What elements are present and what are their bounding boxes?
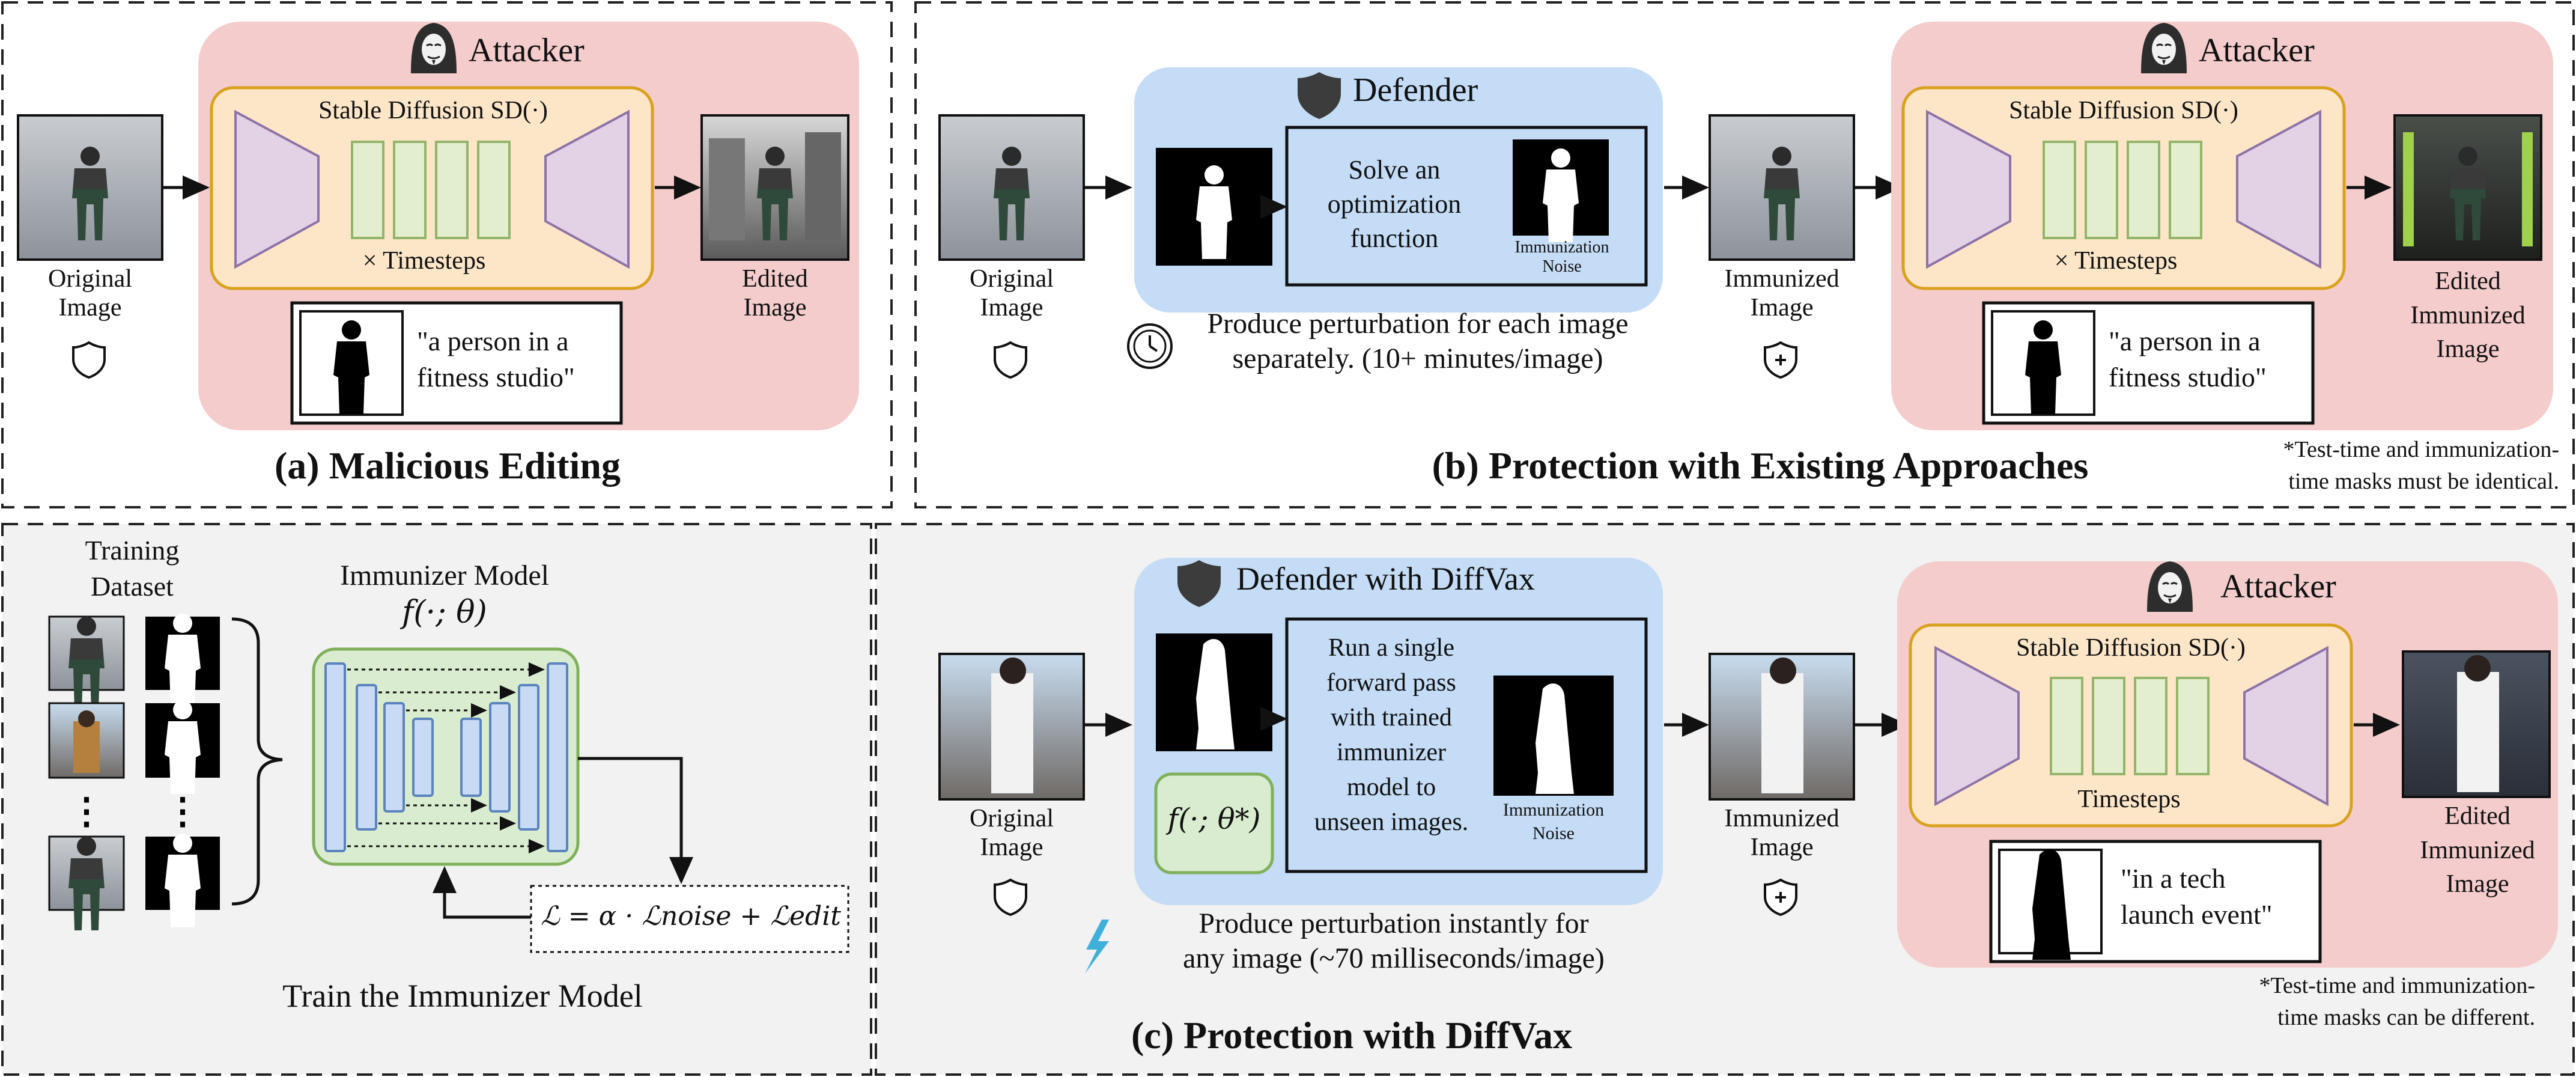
shield-plus-icon-c [1764, 879, 1797, 916]
run-text-c: Run a single forward pass with trained i… [1314, 634, 1469, 836]
noise-label-c: Immunization Noise [1502, 800, 1605, 843]
timesteps-label-c: Timesteps [2077, 786, 2181, 813]
decoder-trapezoid-b [2236, 109, 2321, 269]
encoder-trapezoid-c [1934, 645, 2020, 807]
attacker-label-c: Attacker [2220, 568, 2336, 605]
immunizer-model-label: Immunizer Model [340, 560, 549, 591]
prompt-text-c: "in a tech launch event" [2121, 863, 2273, 930]
encoder-trapezoid-a [234, 109, 320, 269]
unet-enc-2 [356, 684, 377, 831]
decoder-trapezoid-c [2243, 645, 2328, 807]
unet-block-b4 [2169, 141, 2202, 239]
unet-block-b3 [2127, 141, 2160, 239]
dots-2: ⋮ [165, 792, 201, 831]
unet-dec-1 [518, 684, 539, 831]
immunizer-fn-label: f(·; θ) [402, 594, 487, 630]
unet-enc-1 [324, 662, 346, 852]
unet-block-a4 [477, 141, 511, 239]
timesteps-label-b: × Timesteps [2054, 247, 2178, 275]
arrow-train-out [578, 757, 693, 884]
attacker-label-b: Attacker [2199, 32, 2315, 69]
sd-label-a: Stable Diffusion SD(·) [318, 97, 548, 124]
prompt-text-b: "a person in a fitness studio" [2109, 326, 2267, 392]
unet-block-a1 [351, 141, 384, 239]
fn-label-c: f(·; θ*) [1167, 802, 1261, 836]
unet-dec-2 [489, 702, 511, 813]
shield-icon-a [72, 341, 106, 379]
encoder-trapezoid-b [1926, 109, 2011, 269]
edited-immunized-label-b: Edited Immunized Image [2410, 267, 2526, 364]
unet-dec-0 [547, 662, 568, 852]
clock-icon [1127, 323, 1173, 369]
train-caption: Train the Immunizer Model [282, 978, 643, 1014]
panel-b-frame [914, 1, 2575, 508]
unet-dec-3 [460, 718, 482, 797]
noise-label-b: Immunization Noise [1514, 238, 1609, 276]
sd-label-c: Stable Diffusion SD(·) [2016, 634, 2246, 662]
sd-box-a [210, 86, 654, 290]
immunized-image-label-b: Immunized Image [1724, 265, 1839, 322]
defender-label-c: Defender with DiffVax [1236, 561, 1535, 597]
arrow-loss-back [433, 866, 531, 919]
shield-plus-icon-b [1764, 341, 1797, 379]
lightning-icon [1085, 920, 1109, 974]
unet-block-b2 [2085, 141, 2118, 239]
unet-block-b1 [2043, 141, 2076, 239]
solve-box-b [1285, 126, 1648, 287]
decoder-trapezoid-a [544, 109, 630, 269]
attacker-label-a: Attacker [469, 32, 585, 69]
shield-icon-c [994, 879, 1027, 916]
training-dataset-label: Training Dataset [85, 535, 180, 602]
unet-block-a2 [393, 141, 427, 239]
loss-label: ℒ = α · ℒnoise + ℒedit [541, 901, 841, 932]
prompt-text-a: "a person in a fitness studio" [417, 326, 575, 392]
sd-box-b [1901, 86, 2346, 290]
produce-text-b: Produce perturbation for each image sepa… [1207, 308, 1629, 374]
shield-icon-b [994, 341, 1027, 379]
unet-block-c4 [2176, 677, 2210, 775]
loss-box [530, 885, 849, 953]
unet-block-c1 [2050, 677, 2083, 775]
edited-image-label-a: Edited Image [742, 265, 808, 322]
timesteps-label-a: × Timesteps [362, 247, 486, 275]
original-image-label-b: Original Image [970, 265, 1054, 322]
run-box-c [1285, 617, 1648, 873]
immunized-image-label-c: Immunized Image [1724, 805, 1839, 862]
original-image-label-a: Original Image [48, 265, 132, 322]
solve-text-b: Solve an optimization function [1327, 155, 1462, 254]
immunizer-unet [312, 647, 580, 866]
fn-box-c [1154, 772, 1274, 874]
original-image-label-c: Original Image [970, 805, 1054, 862]
unet-block-c2 [2092, 677, 2125, 775]
panel-a-frame [1, 1, 893, 508]
note-b: *Test-time and immunization- time masks … [2283, 437, 2559, 495]
dots-1: ⋮ [68, 792, 105, 831]
caption-b: (b) Protection with Existing Approaches [1432, 444, 2089, 487]
defender-label-b: Defender [1353, 72, 1478, 109]
unet-block-a3 [435, 141, 469, 239]
edited-immunized-label-c: Edited Immunized Image [2420, 802, 2535, 899]
note-c: *Test-time and immunization- time masks … [2259, 973, 2535, 1031]
unet-mid [412, 718, 434, 797]
unet-enc-3 [383, 702, 405, 813]
produce-text-c: Produce perturbation instantly for any i… [1183, 908, 1605, 974]
unet-block-c3 [2134, 677, 2167, 775]
caption-a: (a) Malicious Editing [274, 444, 621, 487]
caption-c: (c) Protection with DiffVax [1131, 1014, 1573, 1057]
sd-label-b: Stable Diffusion SD(·) [2009, 97, 2238, 124]
sd-box-c [1909, 623, 2353, 828]
dataset-brace [231, 617, 283, 906]
